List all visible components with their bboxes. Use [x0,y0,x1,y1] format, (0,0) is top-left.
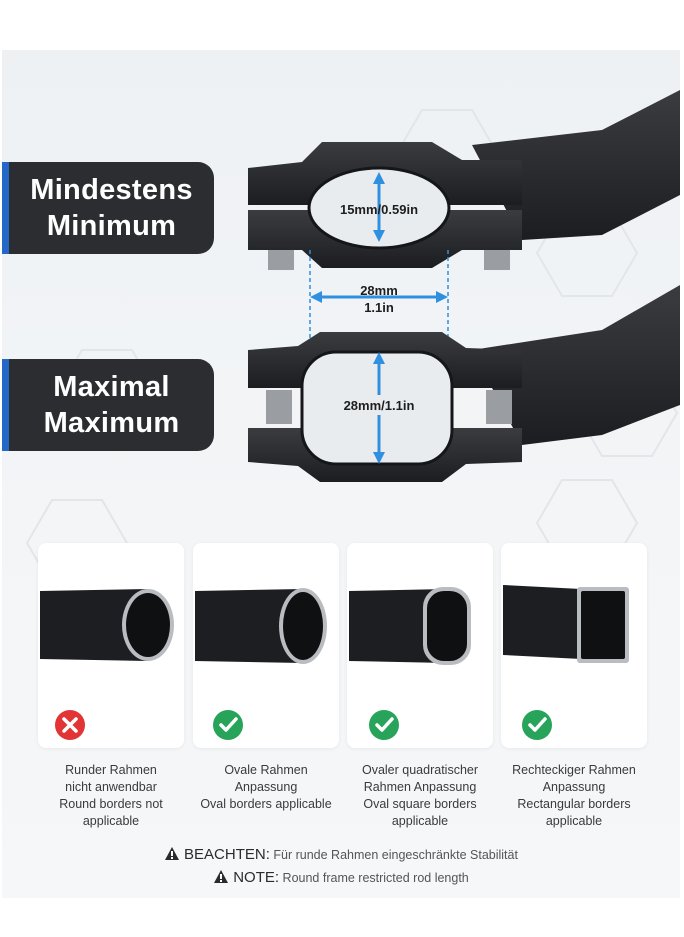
minimum-clamp [248,90,680,270]
oval-tube-icon [195,589,303,663]
note-de: BEACHTEN: Für runde Rahmen eingeschränkt… [2,845,680,865]
product-infographic: Mindestens Minimum Maximal Maximum [2,50,680,898]
warning-icon [165,847,180,860]
minimum-label-box: Mindestens Minimum [2,162,214,254]
minimum-label-de: Mindestens [30,174,193,206]
maximum-label-box: Maximal Maximum [2,359,214,451]
rectangular-tube-icon [503,585,581,659]
check-circle-icon [213,710,243,740]
note-en: NOTE: Round frame restricted rod length [2,868,680,888]
card-round-tube [38,543,184,748]
check-circle-icon [369,710,399,740]
oval-square-tube-icon [349,589,447,663]
caption-oval-square: Ovaler quadratischer Rahmen Anpassung Ov… [361,763,479,828]
maximum-label-de: Maximal [53,371,170,403]
warning-icon [214,870,229,883]
note-en-text: Round frame restricted rod length [282,871,469,885]
maximum-clamp [248,285,680,482]
check-circle-icon [522,710,552,740]
note-de-head: BEACHTEN: [184,846,270,863]
gap-mm-text: 28mm [360,283,398,298]
bolt-icon [486,390,512,424]
card-oval-tube [193,543,339,748]
max-diameter-text: 28mm/1.1in [344,398,415,413]
note-en-head: NOTE: [233,869,280,886]
round-tube-icon [40,589,148,661]
note-de-text: Für runde Rahmen eingeschränkte Stabilit… [273,848,518,862]
minimum-label-en: Minimum [46,210,177,242]
card-oval-square-tube [347,543,493,748]
min-diameter-text: 15mm/0.59in [340,202,418,217]
x-circle-icon [55,710,85,740]
bolt-icon [266,390,292,424]
clamp-mount-diagram: 15mm/0.59in 28mm 1.1in 28mm/1.1in [248,90,680,482]
caption-oval: Ovale Rahmen Anpassung Oval borders appl… [200,763,332,811]
caption-rectangular: Rechteckiger Rahmen Anpassung Rectangula… [512,763,636,828]
card-rectangular-tube [501,543,647,748]
maximum-label-en: Maximum [43,407,180,439]
gap-in-text: 1.1in [364,300,394,315]
caption-round: Runder Rahmen nicht anwendbar Round bord… [59,763,163,828]
